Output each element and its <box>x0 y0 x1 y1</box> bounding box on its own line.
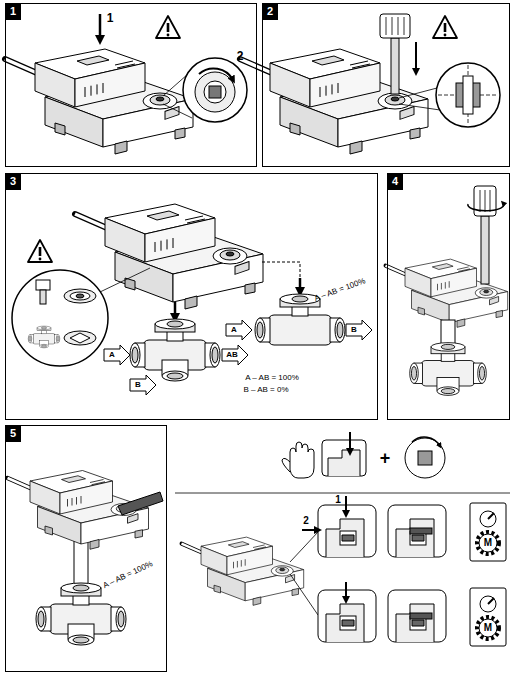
flow-setting: A – AB = 100% <box>245 374 299 382</box>
step-number: 4 <box>388 174 403 190</box>
step-number: 1 <box>6 4 21 20</box>
port-label: A <box>231 326 237 334</box>
motor-symbol: M <box>484 538 492 548</box>
plus-sign: + <box>380 449 391 467</box>
step-number: 5 <box>6 426 21 442</box>
step-panel: 5 <box>5 425 167 672</box>
step-number: 2 <box>263 4 278 20</box>
callout-number: 2 <box>237 50 244 62</box>
port-label: AB <box>226 351 238 359</box>
flow-setting: A – AB = 100% <box>313 277 366 303</box>
callout-number: 1 <box>335 495 341 505</box>
flow-setting: B – AB = 0% <box>243 386 288 394</box>
port-label: B <box>135 381 141 389</box>
step-number: 3 <box>6 174 21 190</box>
flow-setting: A – AB = 100% <box>102 560 154 590</box>
callout-number: 1 <box>107 12 114 24</box>
step-panel: 2 <box>262 3 510 167</box>
motor-symbol: M <box>484 623 492 633</box>
step-panel: 1 <box>5 3 257 167</box>
step-panel: 4 <box>387 173 510 420</box>
port-label: B <box>351 326 357 334</box>
callout-number: 2 <box>303 516 309 526</box>
port-label: A <box>109 351 115 359</box>
